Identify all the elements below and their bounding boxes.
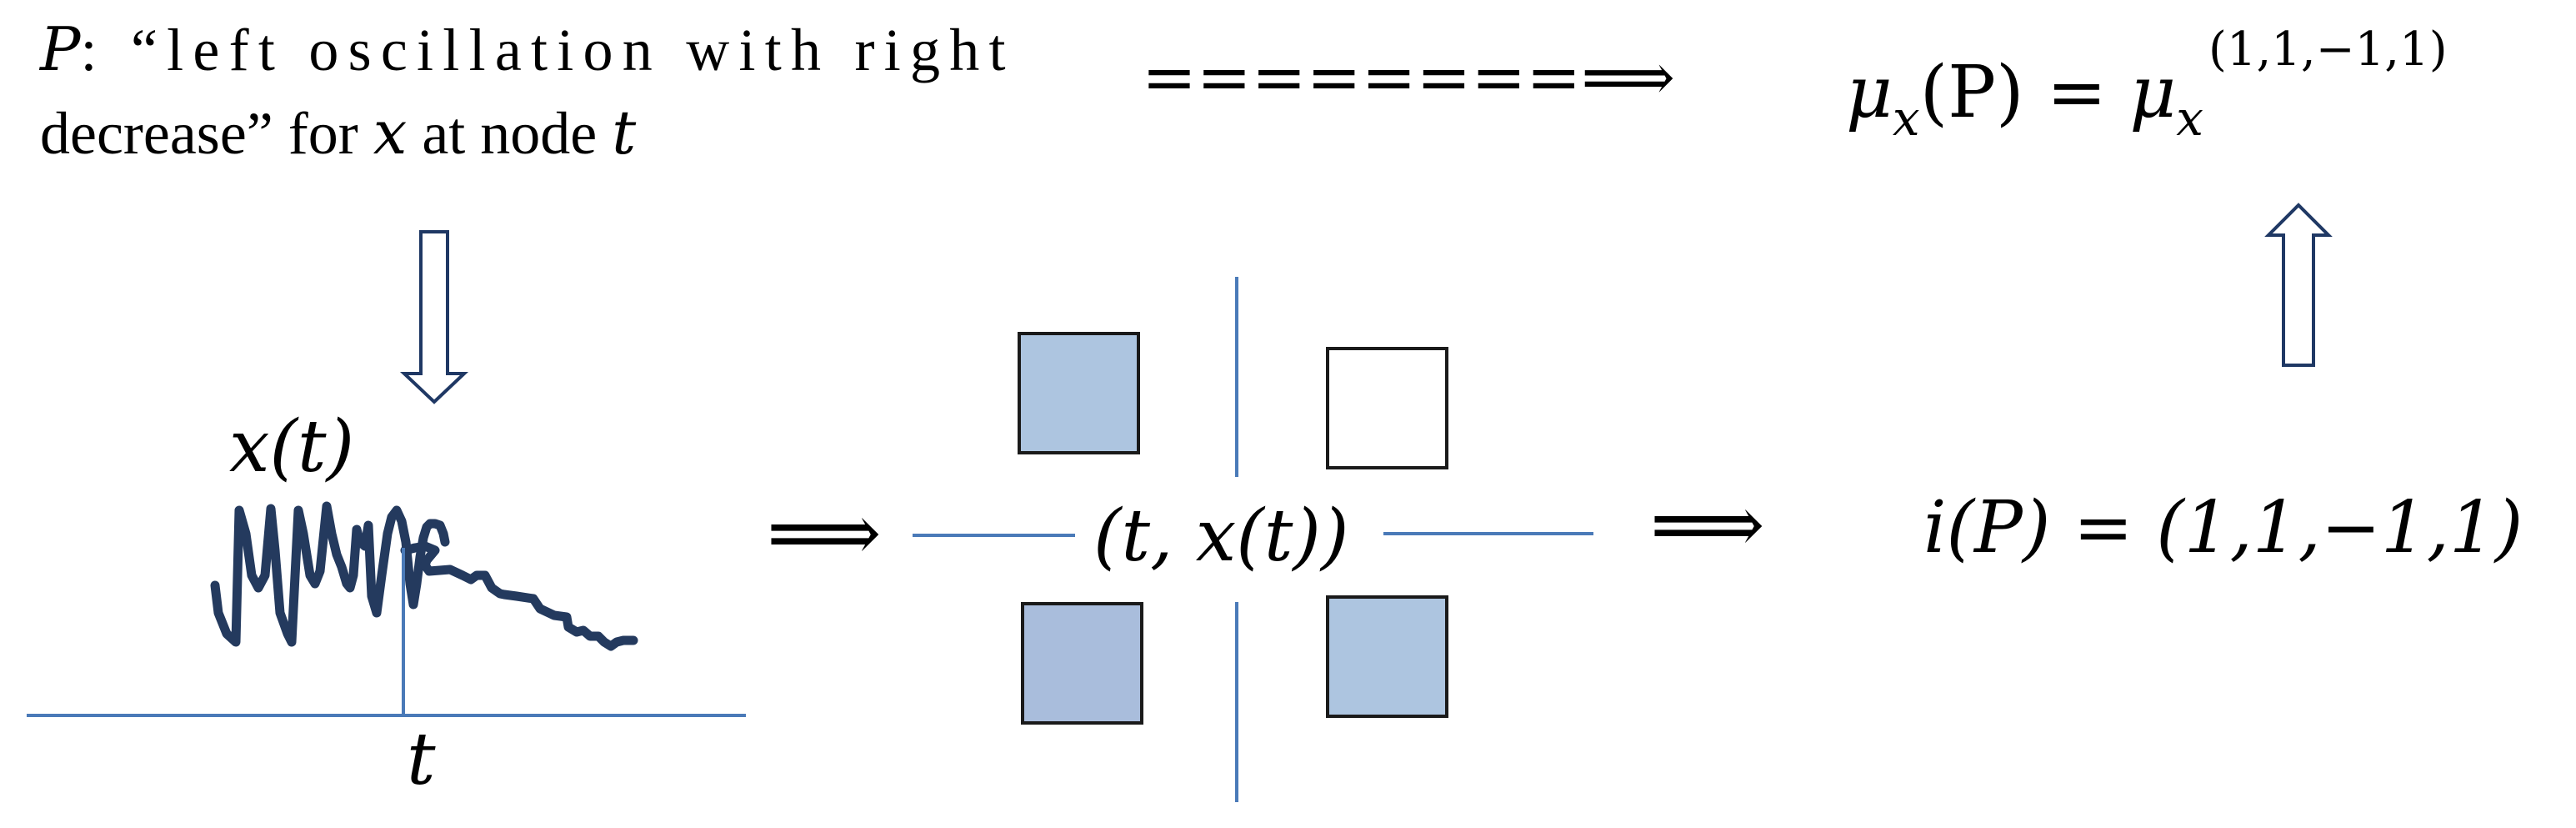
- quadrant-top-left-filled: [1018, 332, 1140, 454]
- mu-formula: μx(P) = μx: [1846, 51, 2203, 147]
- down-hollow-arrow-icon: [399, 230, 469, 404]
- series-label: x(t): [229, 405, 354, 489]
- caption-line-2: decrease” for x at node t: [40, 98, 637, 168]
- up-hollow-arrow-icon: [2264, 203, 2333, 367]
- caption-line2-var: x: [373, 98, 408, 168]
- caption-line2-mid: at node: [407, 100, 612, 167]
- index-formula: i(P) = (1,1,−1,1): [1923, 486, 2523, 570]
- caption-line2-node: t: [612, 98, 637, 168]
- implication-arrow-1: ⟹: [767, 486, 882, 580]
- mu-superscript: (1,1,−1,1): [2208, 23, 2448, 77]
- quadrant-top-right-empty: [1326, 347, 1448, 469]
- mu-subscript: x: [1893, 90, 1920, 147]
- caption-p-symbol: P: [38, 14, 82, 84]
- mu-rhs-subscript: x: [2176, 90, 2203, 147]
- implication-arrow-2: ⟹: [1650, 478, 1765, 571]
- top-implication-arrow: ========⟹: [1142, 38, 1675, 116]
- quadrant-bottom-left-filled: [1021, 602, 1143, 725]
- caption-line1-text: : “left oscillation with right: [80, 17, 1005, 83]
- quadrant-bottom-right-filled: [1326, 595, 1448, 718]
- mu-rhs-symbol: μ: [2129, 51, 2176, 134]
- mu-symbol: μ: [1846, 51, 1893, 134]
- center-point-label: (t, x(t)): [1093, 494, 1349, 578]
- time-series-curve: [210, 501, 450, 647]
- time-series-tail: [400, 541, 638, 651]
- axis-label-t: t: [407, 718, 436, 801]
- caption-line2-start: decrease” for: [40, 100, 373, 167]
- mu-argument: (P) =: [1920, 51, 2130, 134]
- caption-line-1: P: “left oscillation with right: [38, 14, 1005, 84]
